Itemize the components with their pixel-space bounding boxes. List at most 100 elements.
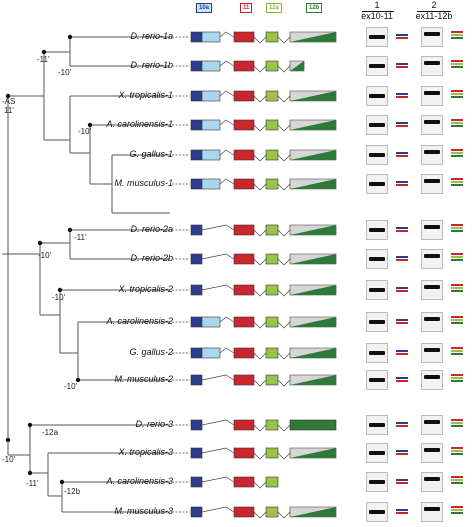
product-marker	[396, 377, 408, 385]
species-label: A. carolinensis-2	[106, 316, 173, 326]
exon-12b-coding	[290, 254, 336, 264]
product-marker	[396, 181, 408, 189]
exon-11	[233, 419, 255, 431]
product-marker	[396, 93, 408, 101]
intron-line	[277, 229, 291, 237]
tree-event-label: -10'	[2, 455, 16, 464]
intron-line	[201, 506, 235, 513]
intron-line	[277, 36, 291, 44]
gel-lane-2	[421, 115, 443, 135]
exon-11	[233, 178, 255, 190]
gel-lane-2	[421, 443, 443, 463]
species-label: A. carolinensis-3	[106, 476, 173, 486]
product-marker	[396, 34, 408, 42]
species-label: X. tropicalis-3	[118, 447, 173, 457]
exon-12a	[265, 178, 279, 190]
exon-10	[190, 316, 203, 328]
gel-band	[424, 61, 440, 65]
tree-node	[27, 470, 33, 476]
gel-lane-1	[366, 27, 388, 47]
gel-band	[369, 378, 385, 382]
gel-band	[424, 477, 440, 481]
gel-band	[369, 480, 385, 484]
gene-structure	[172, 146, 342, 164]
product-marker	[451, 374, 463, 382]
exon-10	[190, 60, 203, 72]
gel-lane-2	[421, 27, 443, 47]
exon-12b-coding	[290, 317, 336, 327]
tree-event-label: -11'	[74, 233, 87, 242]
product-marker	[451, 149, 463, 157]
intron-line	[277, 321, 291, 329]
gel-band	[424, 285, 440, 289]
species-label: X. tropicalis-2	[118, 284, 173, 294]
exon-12b-coding	[290, 179, 336, 189]
gene-structure	[172, 444, 342, 462]
gene-structure	[172, 57, 342, 75]
tree-event-label: -11'	[37, 55, 50, 64]
species-label: M. musculus-1	[114, 178, 173, 188]
tree-event-label: -10'	[52, 293, 66, 302]
species-label: A. carolinensis-1	[106, 119, 173, 129]
gel-lane-1	[366, 220, 388, 240]
exon-11	[233, 119, 255, 131]
exon-10	[190, 284, 203, 296]
exon-10	[190, 90, 203, 102]
exon-10	[190, 31, 203, 43]
intron-line	[219, 178, 235, 185]
exon-label-11: 11	[240, 3, 253, 13]
gel-lane-2	[421, 280, 443, 300]
exon-10a	[201, 149, 221, 161]
tree-node	[5, 93, 11, 99]
exon-11	[233, 316, 255, 328]
product-marker	[451, 224, 463, 232]
product-marker	[451, 476, 463, 484]
intron-line	[277, 183, 291, 191]
exon-12b	[289, 419, 337, 431]
intron-line	[253, 154, 267, 162]
exon-12b-coding	[290, 150, 336, 160]
exon-12b-coding	[290, 61, 304, 71]
gel-lane-2	[421, 502, 443, 522]
gel-band	[424, 91, 440, 95]
tree-node	[5, 437, 11, 443]
gene-structure	[172, 175, 342, 193]
intron-line	[253, 321, 267, 329]
gel-lane-2	[421, 472, 443, 492]
intron-line	[277, 379, 291, 387]
intron-line	[219, 31, 235, 38]
intron-line	[253, 481, 267, 489]
tree-event-label: -12a	[42, 428, 59, 437]
intron-line	[253, 289, 267, 297]
tree-node	[87, 122, 93, 128]
product-marker	[451, 31, 463, 39]
gel-band	[424, 225, 440, 229]
intron-line	[253, 258, 267, 266]
exon-11	[233, 149, 255, 161]
tree-node	[37, 240, 43, 246]
gel-lane-1	[366, 370, 388, 390]
lane-1-number: 1	[374, 0, 380, 10]
intron-line	[253, 452, 267, 460]
gel-lane-2	[421, 145, 443, 165]
intron-line	[253, 183, 267, 191]
product-marker	[396, 63, 408, 71]
species-label: G. gallus-1	[129, 149, 173, 159]
exon-11	[233, 284, 255, 296]
exon-12a	[265, 316, 279, 328]
exon-12b-coding	[290, 507, 336, 517]
gel-band	[369, 35, 385, 39]
tree-event-label: -10'	[58, 68, 72, 77]
species-label: D. rerio-2a	[130, 224, 173, 234]
exon-10a	[201, 90, 221, 102]
gel-band	[424, 120, 440, 124]
gel-lane-2	[421, 343, 443, 363]
species-label: X. tropicalis-1	[118, 90, 173, 100]
gel-lane-2	[421, 249, 443, 269]
intron-line	[219, 60, 235, 67]
exon-10a	[201, 60, 221, 72]
exon-12b-coding	[290, 448, 336, 458]
intron-line	[277, 352, 291, 360]
gel-band	[369, 351, 385, 355]
product-marker	[396, 319, 408, 327]
